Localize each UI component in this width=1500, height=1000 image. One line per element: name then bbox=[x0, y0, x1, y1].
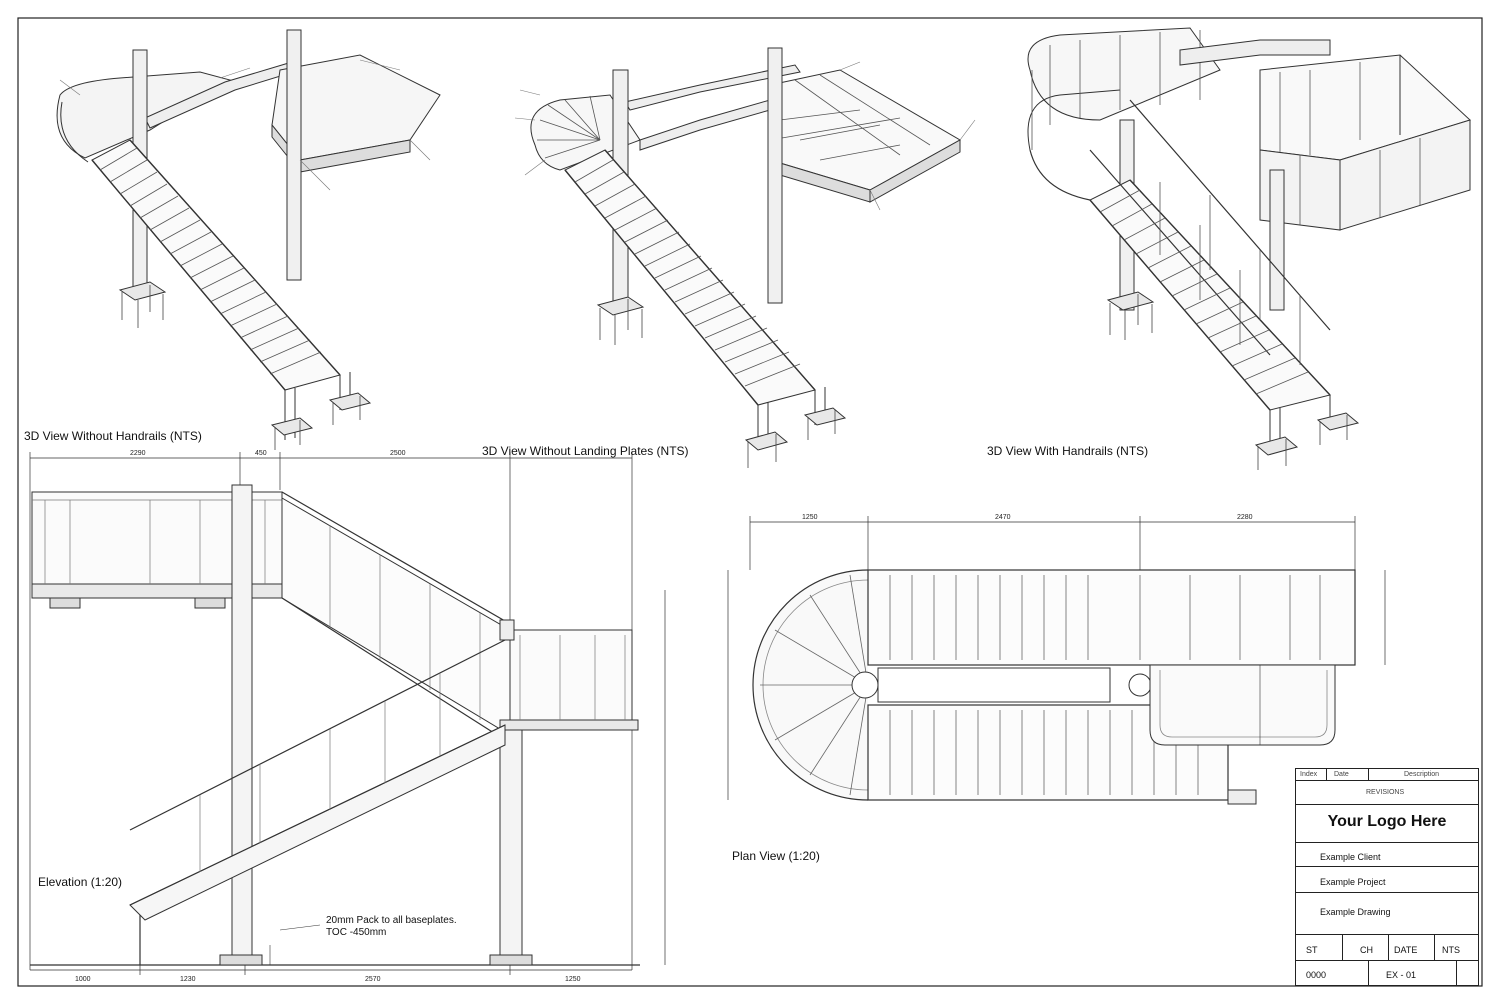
drawing-scale: NTS bbox=[1442, 945, 1460, 955]
elevation-dimension-texts: 2290 450 2500 1000 1230 2570 1250 bbox=[75, 450, 581, 983]
dim-plan-top-1: 1250 bbox=[802, 514, 818, 521]
dim-elev-bottom-1: 1000 bbox=[75, 976, 91, 983]
dim-elev-top-2: 450 bbox=[255, 450, 267, 457]
revisions-label: REVISIONS bbox=[1366, 789, 1405, 796]
dim-plan-top-2: 2470 bbox=[995, 514, 1011, 521]
label-3d-without-handrails: 3D View Without Handrails (NTS) bbox=[24, 429, 202, 443]
drawing-title-row: Example Drawing bbox=[1296, 893, 1478, 935]
project-row: Example Project bbox=[1296, 867, 1478, 893]
project-number: 0000 bbox=[1306, 970, 1327, 980]
revisions-row: REVISIONS bbox=[1296, 781, 1478, 805]
title-block: Index Date Description REVISIONS Your Lo… bbox=[1295, 768, 1479, 986]
logo-row: Your Logo Here bbox=[1296, 805, 1478, 843]
client-row: Example Client bbox=[1296, 843, 1478, 867]
col-index: Index bbox=[1300, 771, 1318, 778]
drawing-number: EX - 01 bbox=[1386, 970, 1417, 980]
view3d-without-handrails bbox=[56, 29, 441, 450]
drawn-by: ST bbox=[1306, 945, 1318, 955]
dim-plan-top-3: 2280 bbox=[1237, 514, 1253, 521]
label-3d-with-handrails: 3D View With Handrails (NTS) bbox=[987, 444, 1149, 458]
elevation-view bbox=[29, 452, 666, 975]
checked-by: CH bbox=[1360, 945, 1373, 955]
dim-elev-bottom-3: 2570 bbox=[365, 976, 381, 983]
dim-elev-bottom-4: 1250 bbox=[565, 976, 581, 983]
numbers-row: 0000 EX - 01 bbox=[1296, 961, 1478, 985]
company-logo: Your Logo Here bbox=[1327, 813, 1447, 830]
project-name: Example Project bbox=[1320, 877, 1386, 887]
drawing-date: DATE bbox=[1394, 945, 1418, 955]
baseplate-note: 20mm Pack to all baseplates. TOC -450mm bbox=[326, 915, 457, 939]
baseplate-note-line1: 20mm Pack to all baseplates. bbox=[326, 915, 457, 926]
sheet-border bbox=[17, 17, 1483, 987]
dim-elev-top-3: 2500 bbox=[390, 450, 406, 457]
label-elevation: Elevation (1:20) bbox=[38, 875, 123, 889]
plan-view bbox=[727, 516, 1386, 805]
label-3d-without-landing-plates: 3D View Without Landing Plates (NTS) bbox=[482, 444, 689, 458]
col-date: Date bbox=[1334, 771, 1349, 778]
dim-elev-bottom-2: 1230 bbox=[180, 976, 196, 983]
client-name: Example Client bbox=[1320, 852, 1381, 862]
revision-header-row: Index Date Description bbox=[1296, 769, 1478, 781]
dim-elev-top-1: 2290 bbox=[130, 450, 146, 457]
baseplate-note-line2: TOC -450mm bbox=[326, 927, 387, 938]
drawing-title: Example Drawing bbox=[1320, 907, 1391, 917]
label-plan-view: Plan View (1:20) bbox=[732, 849, 820, 863]
col-description: Description bbox=[1404, 771, 1440, 778]
plan-dimension-texts: 1250 2470 2280 bbox=[802, 514, 1253, 521]
drawn-checked-row: ST CH DATE NTS bbox=[1296, 935, 1478, 961]
view3d-with-handrails bbox=[1027, 27, 1471, 470]
view3d-without-landing-plates bbox=[514, 47, 976, 468]
